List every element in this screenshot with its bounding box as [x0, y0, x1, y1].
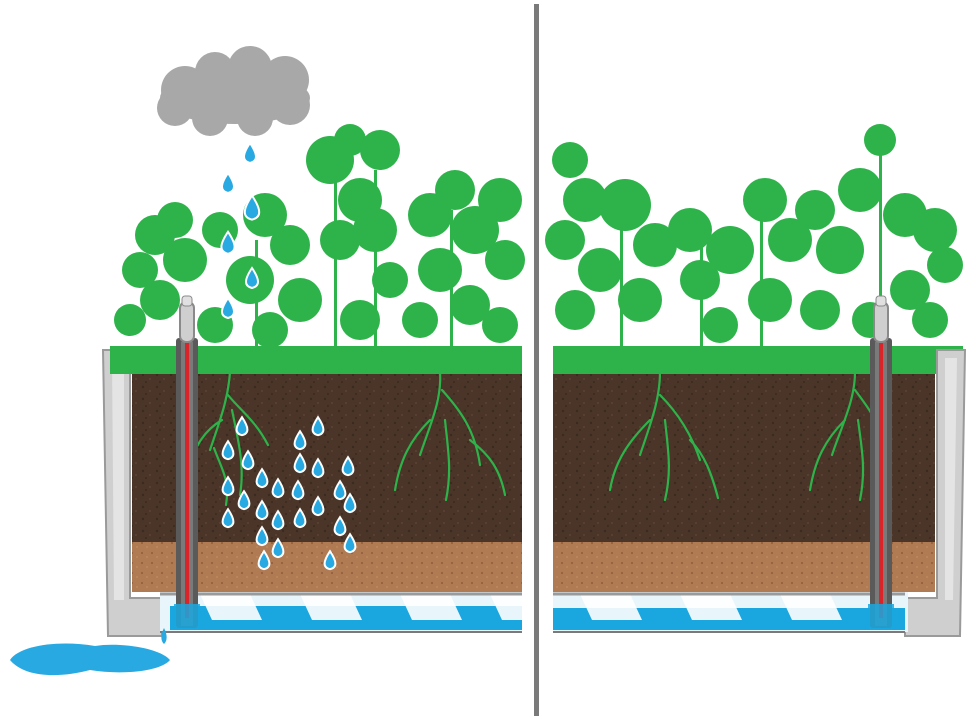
- left-panel: [10, 46, 525, 676]
- divider-line: [534, 4, 539, 716]
- raindrop-icon: [291, 479, 305, 501]
- raindrop-icon: [237, 489, 251, 511]
- water-level-indicator-left: [174, 295, 200, 628]
- raindrop-icon: [343, 492, 357, 514]
- raindrop-icon: [243, 141, 257, 165]
- raindrop-icon: [311, 457, 325, 479]
- roots-left: [186, 372, 507, 507]
- grass-top-left: [110, 346, 522, 374]
- water-reservoir-right: [553, 592, 908, 633]
- grass-top-right: [553, 346, 963, 374]
- raindrop-icon: [341, 455, 355, 477]
- raindrop-icon: [221, 507, 235, 529]
- overflow-puddle: [10, 628, 170, 676]
- raindrop-icon: [333, 479, 347, 501]
- water-reservoir-left: [160, 592, 522, 633]
- raindrop-icon: [245, 266, 259, 290]
- raindrop-icon: [255, 467, 269, 489]
- raindrop-icon: [221, 171, 235, 195]
- raindrop-icon: [235, 415, 249, 437]
- planter-right-wall: [904, 349, 967, 637]
- raindrop-icon: [220, 229, 236, 255]
- raindrop-icon: [271, 477, 285, 499]
- raindrop-icon: [333, 515, 347, 537]
- plants-left: [114, 124, 525, 350]
- raindrop-icon: [255, 525, 269, 547]
- raindrops-in-soil: [221, 415, 357, 571]
- water-level-indicator-right: [868, 295, 894, 628]
- raindrop-icon: [343, 532, 357, 554]
- raindrop-icon: [293, 452, 307, 474]
- raindrop-icon: [221, 439, 235, 461]
- right-panel: [545, 124, 967, 637]
- raindrops-falling: [220, 141, 261, 320]
- raindrop-icon: [293, 429, 307, 451]
- raindrop-icon: [311, 495, 325, 517]
- cloud-icon: [157, 46, 310, 136]
- raindrop-icon: [293, 507, 307, 529]
- raindrop-icon: [323, 549, 337, 571]
- raindrop-icon: [221, 475, 235, 497]
- raindrop-icon: [271, 537, 285, 559]
- raindrop-icon: [257, 549, 271, 571]
- raindrop-icon: [255, 499, 269, 521]
- raindrop-icon: [221, 296, 235, 320]
- raindrop-icon: [243, 193, 261, 221]
- plants-right: [545, 124, 963, 350]
- raindrop-icon: [311, 415, 325, 437]
- raindrop-icon: [271, 509, 285, 531]
- raindrop-icon: [241, 449, 255, 471]
